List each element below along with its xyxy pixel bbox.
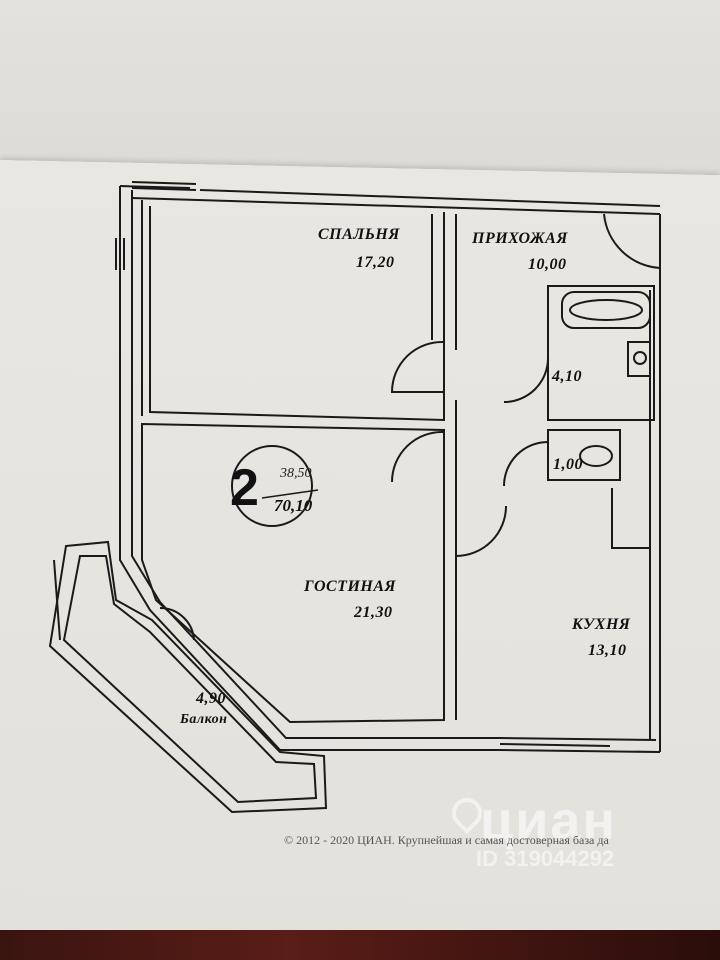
bathroom-wall: [547, 285, 655, 421]
door-arc-kitchen: [455, 505, 507, 557]
sink-icon: [627, 341, 651, 377]
living-name: ГОСТИНАЯ: [304, 578, 397, 595]
living-area-total: 38,50: [280, 466, 312, 481]
copyright-text: © 2012 - 2020 ЦИАН. Крупнейшая и самая д…: [284, 833, 609, 847]
bedroom-wall: [149, 206, 445, 422]
balcony-area: 4,90: [196, 690, 226, 707]
watermark-id: ID 319044292: [476, 846, 615, 871]
kitchen-area: 13,10: [588, 642, 627, 659]
door-arc-balcony: [159, 606, 195, 641]
door-arc-entry: [603, 213, 661, 269]
bathtub-icon: [561, 291, 651, 329]
window-north: [131, 181, 197, 191]
outer-wall-west-inner: [131, 190, 657, 741]
balcony-window: [53, 559, 61, 641]
bathtub-inner: [569, 299, 643, 321]
rooms-count: 2: [230, 459, 259, 517]
door-arc-toilet: [503, 441, 549, 487]
door-arc-bathroom: [503, 357, 549, 403]
watermark-brand: циан: [480, 791, 618, 851]
kitchen-name: КУХНЯ: [572, 616, 631, 633]
summary-circle: [231, 445, 313, 527]
hallway-area: 10,00: [528, 256, 567, 273]
balcony-outline: [48, 540, 328, 814]
bedroom-name: СПАЛЬНЯ: [318, 226, 400, 243]
hallway-name: ПРИХОЖАЯ: [472, 230, 568, 247]
outer-wall-north-inner: [131, 197, 661, 215]
balcony-name: Балкон: [180, 712, 228, 727]
window-south: [499, 743, 611, 747]
outer-wall-west: [119, 186, 661, 753]
toilet-area: 1,00: [553, 456, 583, 473]
toilet-wall: [547, 429, 621, 481]
living-area: 21,30: [354, 604, 393, 621]
kitchen-counter: [611, 488, 651, 549]
bedroom-wall-inner: [141, 200, 433, 416]
floor-carpet: [0, 930, 720, 960]
balcony-outline-inner: [62, 555, 318, 804]
door-arc-living: [391, 430, 445, 483]
window-west: [115, 238, 125, 270]
living-wall: [141, 422, 445, 724]
total-area: 70,10: [274, 496, 313, 515]
bedroom-area: 17,20: [356, 254, 395, 271]
door-arc-bedroom: [390, 340, 445, 393]
outer-wall-north: [119, 185, 661, 207]
toilet-icon: [579, 445, 613, 467]
bathroom-area: 4,10: [552, 368, 582, 385]
